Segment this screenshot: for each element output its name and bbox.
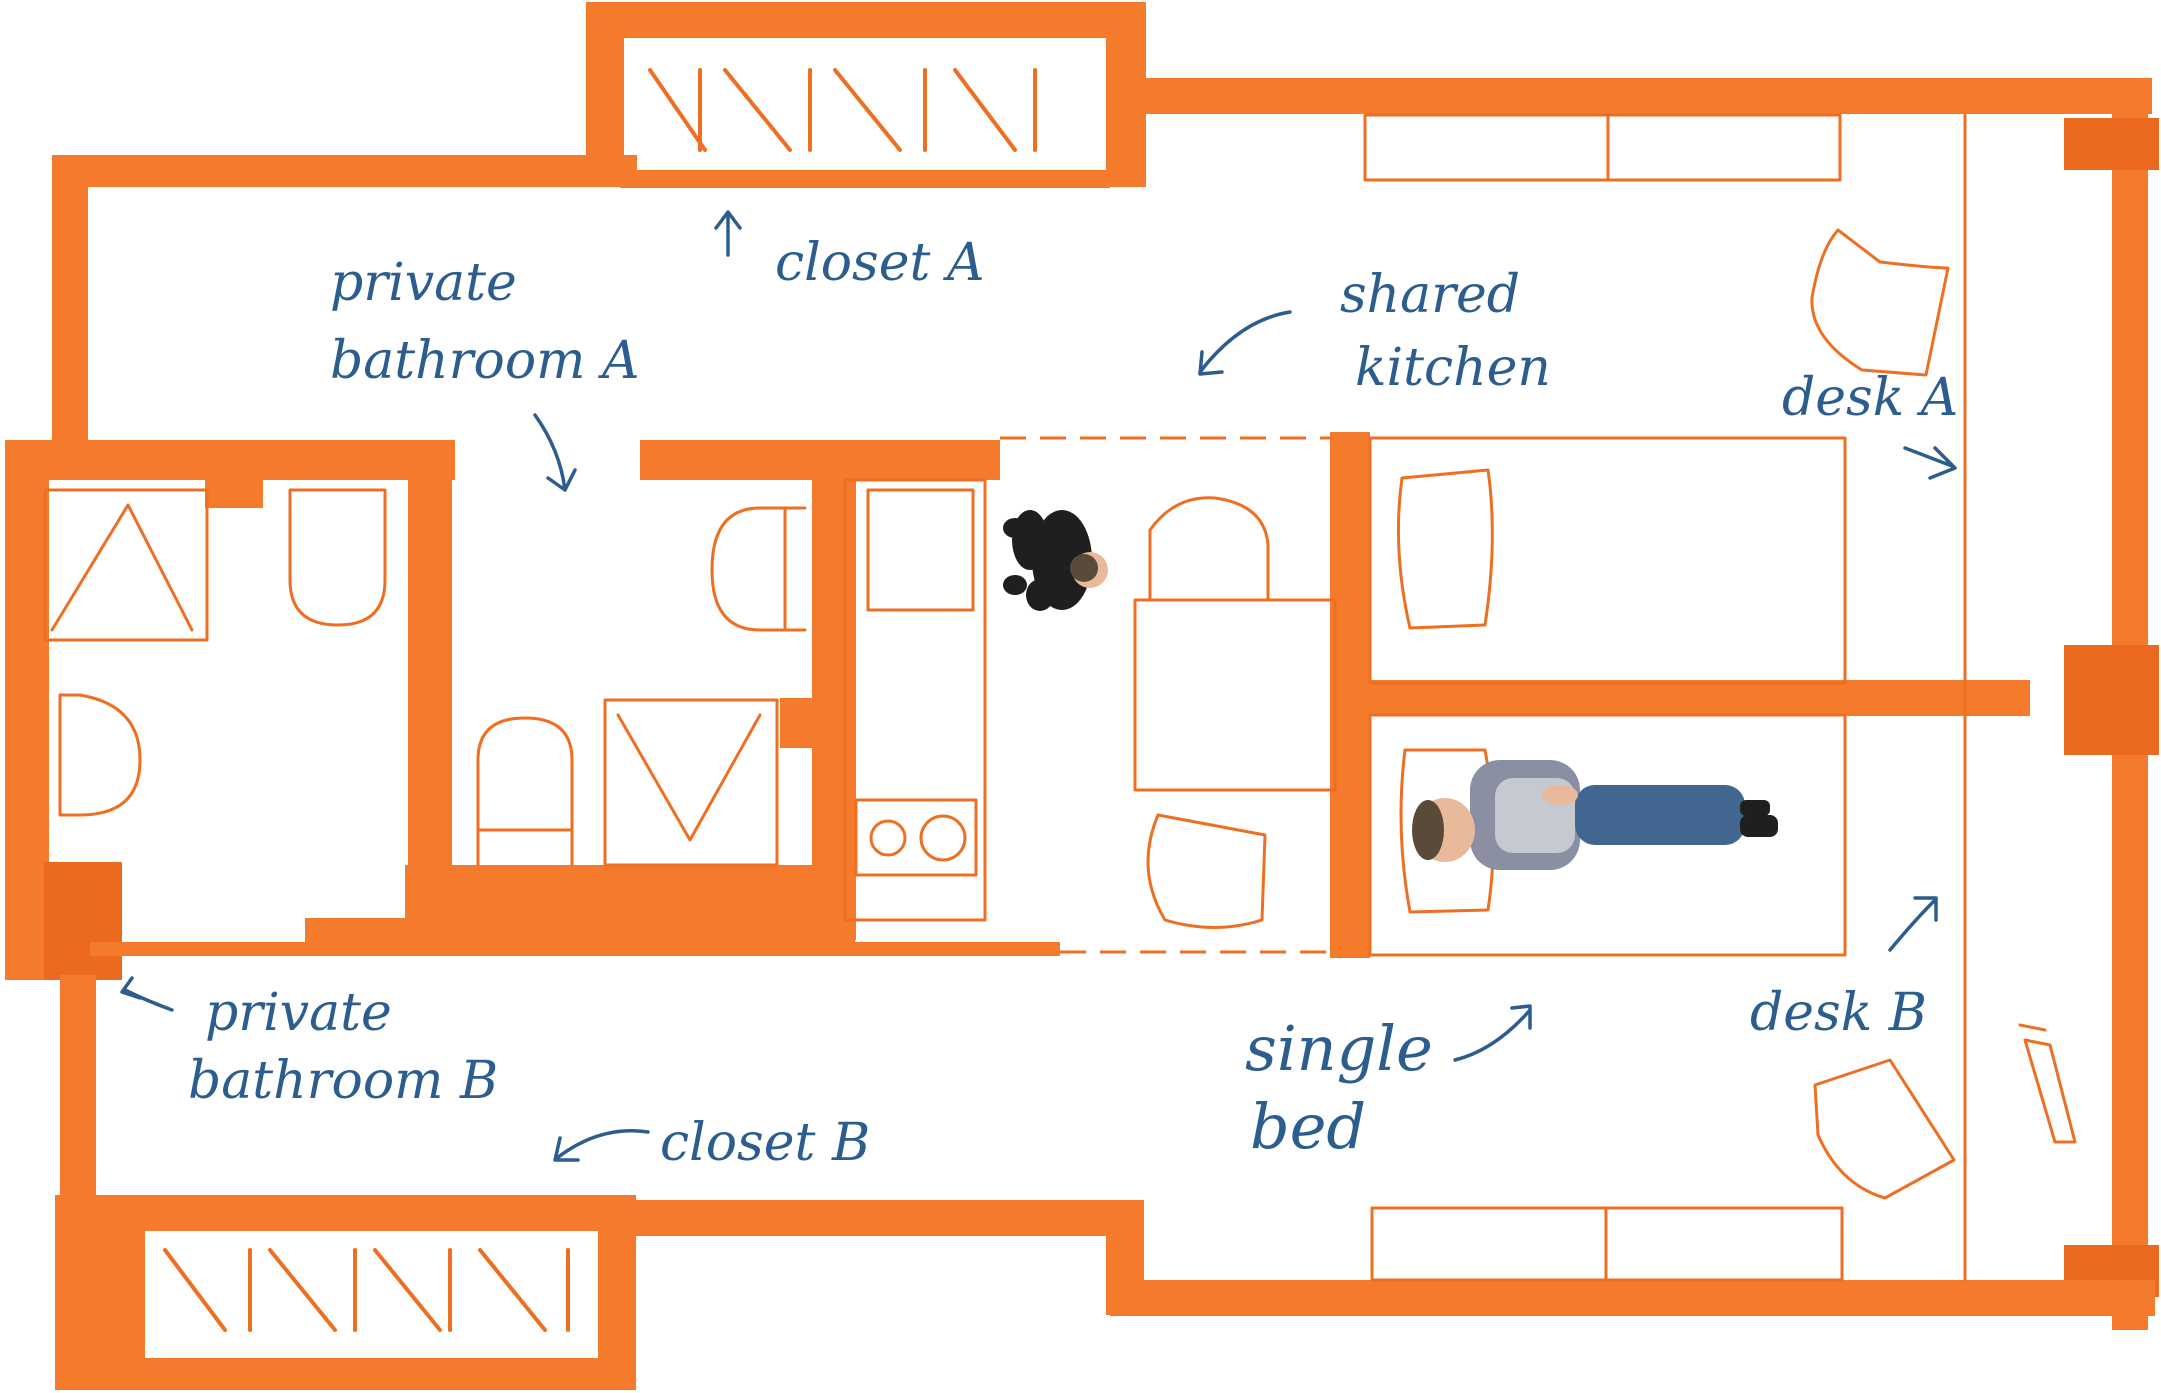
kitchen-stove [854,798,978,877]
desk-chair-b [1813,1058,1956,1200]
annotation-arrows [120,210,1957,1162]
wall-bottom-right [1110,1280,2155,1316]
wall-right-post-mid [2064,645,2159,755]
wardrobe-a [1363,113,1842,182]
wall-right-post-top [2064,118,2159,170]
person-standing [1003,510,1108,611]
arrow-private-bathroom-a [533,413,577,492]
bed-b [1368,713,1847,957]
stove-burner-left [869,819,907,857]
wall-bath-bottom [405,865,855,943]
wall-left-post [44,862,122,980]
wall-closet-a-right [1106,2,1146,187]
label-private-bathroom-b-1: private [205,983,392,1043]
arrow-desk-b [1888,896,1938,952]
shower-b-symbol [50,503,194,632]
wall-bed-divider-horizontal [1330,680,2030,716]
wall-left-top-stub [52,170,88,440]
wall-top-left [52,155,637,187]
wall-bath-top-notch [205,476,263,508]
arrow-shared-kitchen [1198,310,1292,376]
label-private-bathroom-a-1: private [330,253,517,313]
wall-bath-b-notch [780,698,832,748]
shower-a [603,698,779,867]
shower-b [43,488,209,642]
label-single-bed-2: bed [1250,1090,1366,1163]
toilet-b [288,488,387,627]
walls [5,2,2159,1390]
sink-b [58,693,142,817]
stove-burner-right [919,814,967,862]
lamp [2023,1038,2077,1144]
fixtures [43,113,2077,1282]
person-lying [1412,760,1778,870]
arrow-single-bed [1453,1004,1532,1062]
arrow-desk-a [1903,446,1957,480]
wall-top-right [1144,78,2152,114]
wall-closet-b-top [60,1195,635,1231]
wall-bottom-step [598,1200,1143,1236]
chair-bottom [1146,813,1267,929]
wall-bath-top-left [5,440,455,480]
chair-top [1148,496,1270,602]
label-closet-a: closet A [775,233,985,293]
dining-table [1133,598,1337,792]
wall-bath-divider-a [408,440,452,880]
wall-bath-divider-b [812,440,856,940]
bed-a [1368,436,1847,685]
label-private-bathroom-a-2: bathroom A [330,331,640,391]
wall-corridor [90,942,1060,956]
wall-closet-b-left [55,1195,145,1390]
label-closet-b: closet B [660,1113,870,1173]
wall-left [5,440,49,980]
arrow-private-bathroom-b [120,976,174,1012]
wall-closet-b-bottom [55,1358,635,1390]
desk-chair-a [1810,228,1950,377]
label-single-bed-1: single [1245,1012,1433,1085]
toilet-a [476,716,574,867]
shower-a-symbol [616,713,762,842]
label-private-bathroom-b-2: bathroom B [188,1051,498,1111]
labels: closet A private bathroom A shared kitch… [188,233,1958,1173]
sink-a [710,506,807,632]
label-shared-kitchen-1: shared [1340,265,1520,325]
label-shared-kitchen-2: kitchen [1355,338,1551,398]
wall-closet-a-top [586,2,1144,38]
pillow-a [1396,468,1494,630]
kitchen-counter [843,478,987,922]
label-desk-b: desk B [1750,983,1927,1043]
kitchen-sink [866,488,975,612]
arrow-closet-b [553,1129,650,1162]
wall-closet-a-bottom [620,170,1110,188]
arrow-closet-a [714,210,742,257]
closet-a-hatching [648,68,1037,152]
label-desk-a: desk A [1782,368,1958,428]
wall-left-lower [60,975,96,1200]
closet-b-hatching [163,1248,570,1332]
